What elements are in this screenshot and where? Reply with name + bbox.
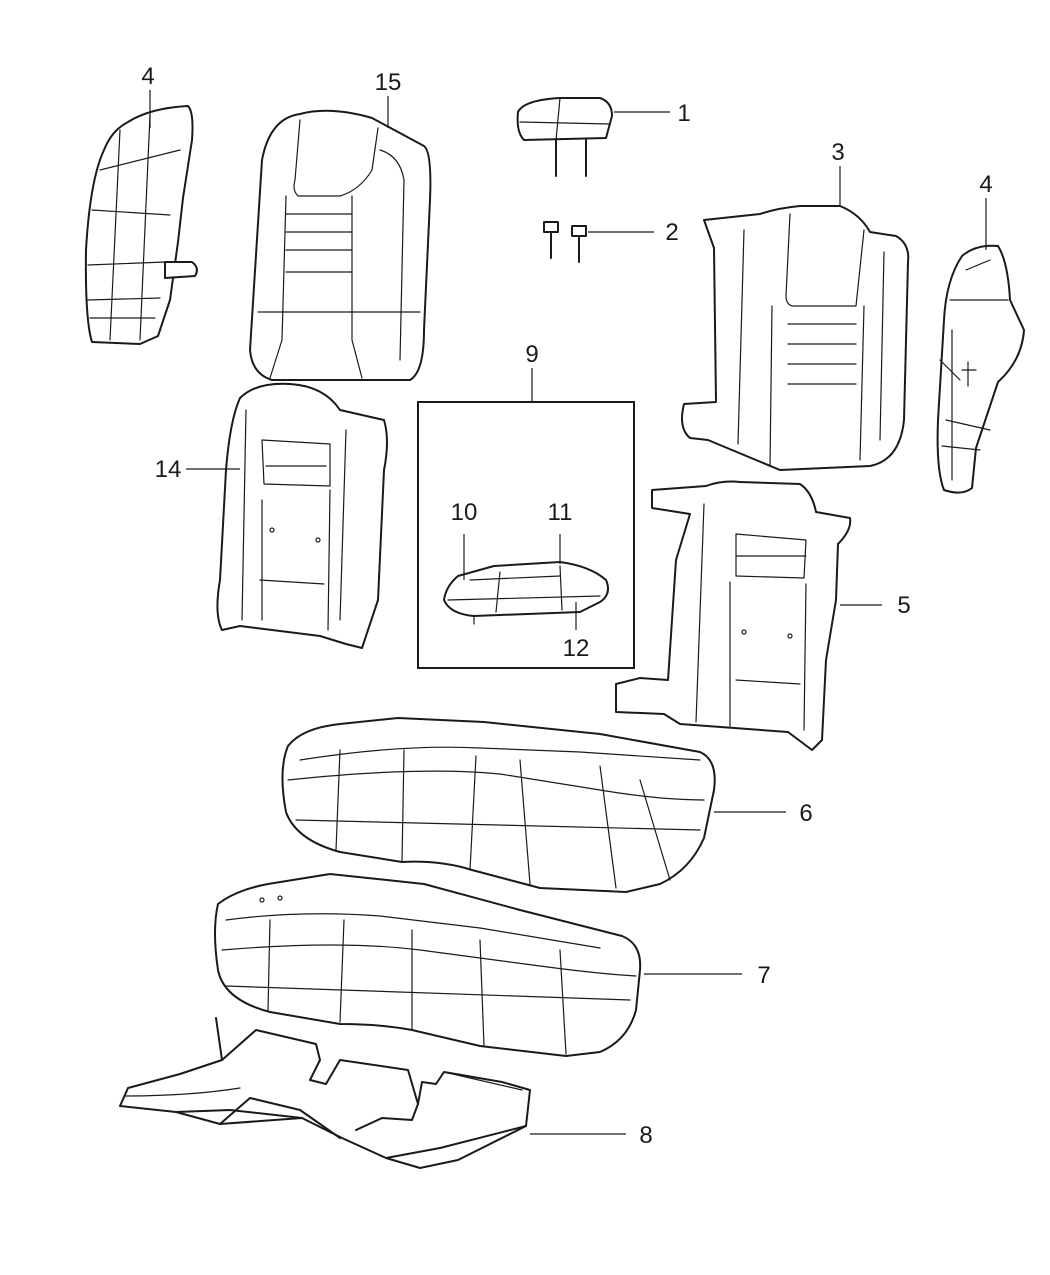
callout-1: 1 <box>677 100 690 127</box>
part-2-headrest-guides[interactable] <box>543 221 587 263</box>
callout-2: 2 <box>665 219 678 246</box>
part-3-right-seat-back[interactable] <box>681 205 910 471</box>
part-15-seat-back-cover[interactable] <box>249 109 432 381</box>
callout-9: 9 <box>525 341 538 368</box>
part-9-inset-box <box>417 401 635 669</box>
part-4-left-side-bolster[interactable] <box>84 105 198 345</box>
callout-4-left: 4 <box>141 63 154 90</box>
callout-12: 12 <box>563 635 590 662</box>
callout-7: 7 <box>757 962 770 989</box>
callout-6: 6 <box>799 800 812 827</box>
part-10-11-12-armrest-assembly[interactable] <box>443 561 609 625</box>
part-6-seat-cushion-cover[interactable] <box>281 717 716 893</box>
part-1-headrest[interactable] <box>516 97 613 177</box>
callout-4-right: 4 <box>979 171 992 198</box>
callout-15: 15 <box>375 69 402 96</box>
part-7-seat-cushion-pad[interactable] <box>214 873 642 1057</box>
part-5-right-seat-back-frame[interactable] <box>615 480 852 751</box>
callout-5: 5 <box>897 592 910 619</box>
part-4-right-side-bolster[interactable] <box>936 244 1025 494</box>
callout-14: 14 <box>155 456 182 483</box>
callout-3: 3 <box>831 139 844 166</box>
callout-11: 11 <box>548 499 573 526</box>
callout-10: 10 <box>451 499 478 526</box>
callout-8: 8 <box>639 1122 652 1149</box>
part-8-wire-frame[interactable] <box>119 1017 531 1169</box>
part-14-left-seat-back-frame[interactable] <box>216 382 388 649</box>
